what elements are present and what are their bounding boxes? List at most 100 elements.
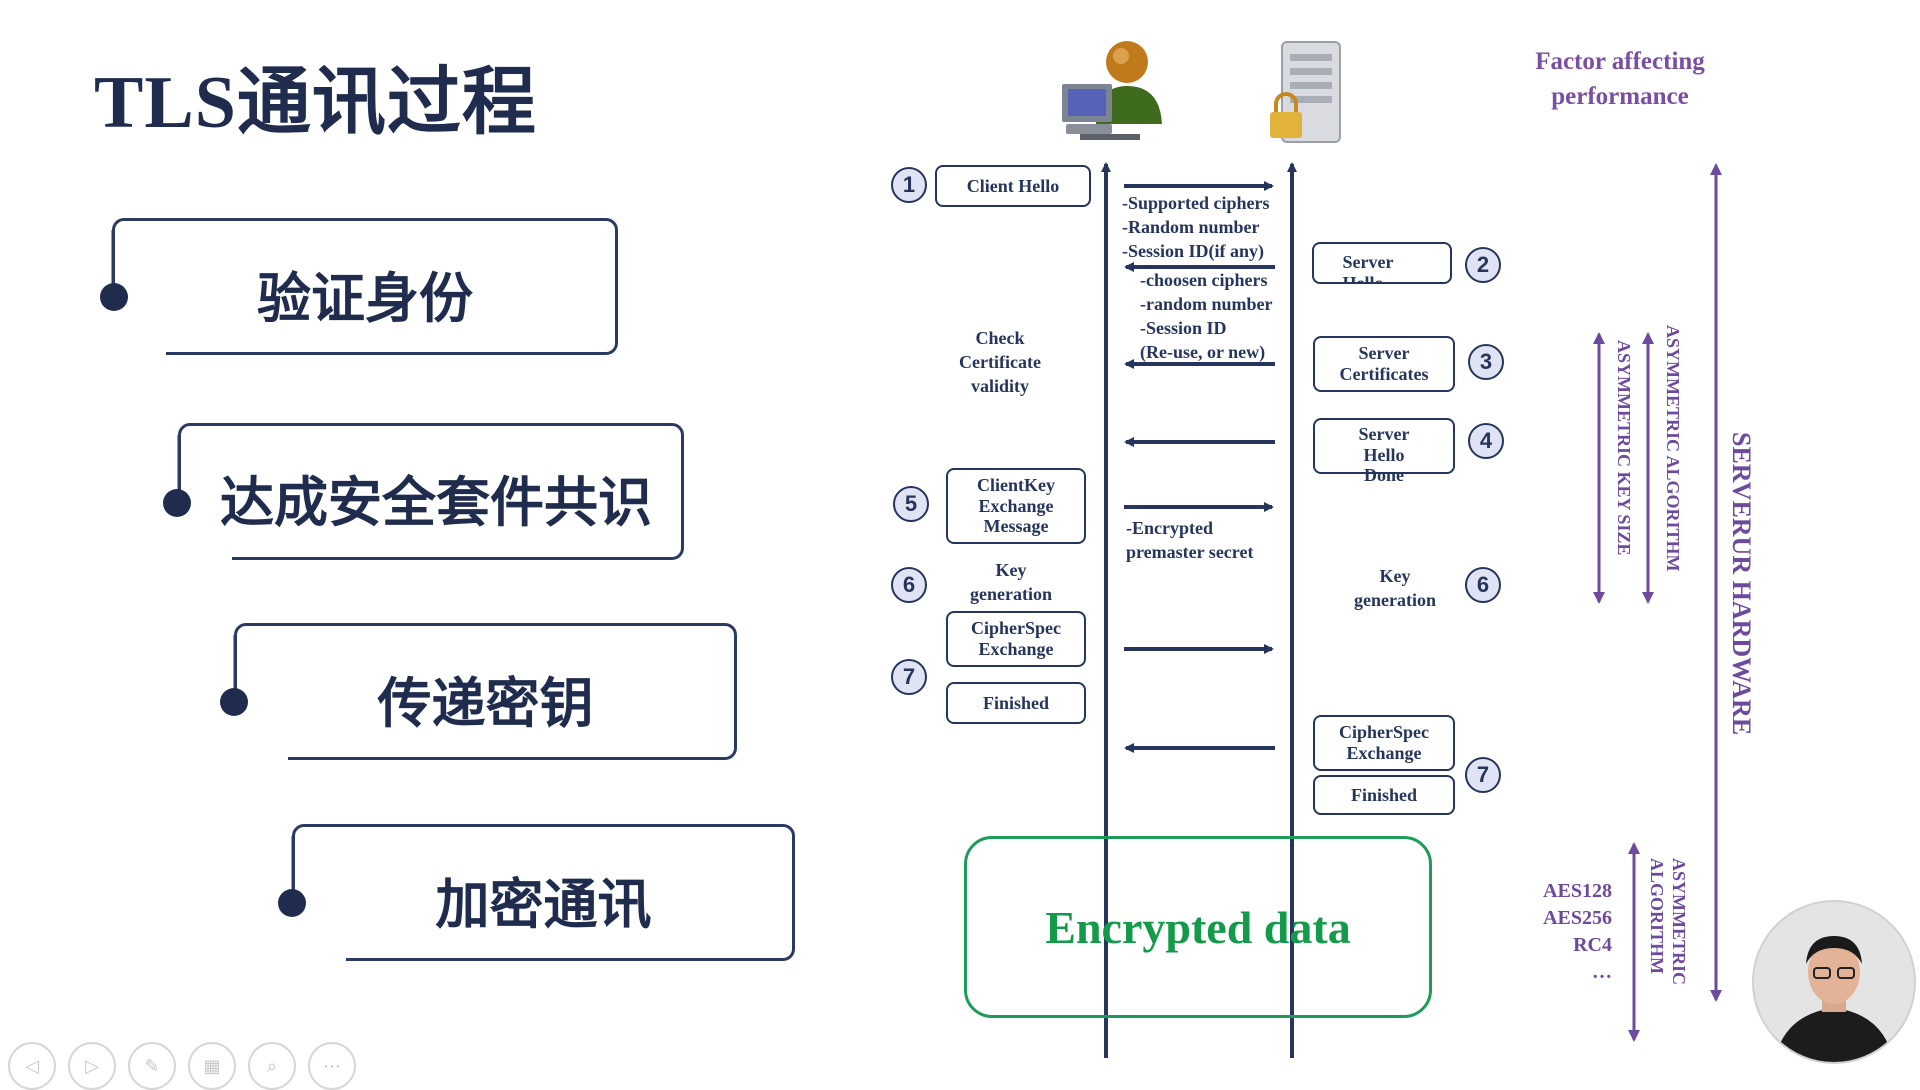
factors-title-line: Factor affecting [1535, 48, 1705, 75]
step-number-6-client: 6 [891, 567, 927, 603]
note-line: validity [970, 376, 1029, 396]
vtext-line: ALGORITHM [1647, 858, 1667, 975]
pen-button[interactable]: ✎ [128, 1042, 176, 1090]
note-line: generation [970, 584, 1052, 604]
prev-icon: ◁ [25, 1055, 39, 1077]
next-icon: ▷ [85, 1055, 99, 1077]
note-line: Check [975, 328, 1025, 348]
zoom-icon: ⌕ [266, 1055, 278, 1077]
presentation-toolbar: ◁ ▷ ✎ ▦ ⌕ ⋯ [8, 1042, 356, 1090]
note-line: Key [995, 560, 1027, 580]
box-line: Message [983, 516, 1049, 537]
zoom-button[interactable]: ⌕ [248, 1042, 296, 1090]
asymmetric-algorithm-label: ASYMMETRIC ALGORITHM [1663, 325, 1683, 572]
algorithm-item: … [1592, 961, 1612, 983]
step-number-1: 1 [891, 167, 927, 203]
client-hello-box: Client Hello [935, 165, 1091, 207]
presenter-webcam [1752, 900, 1916, 1064]
step-bullet [220, 688, 248, 716]
box-line: Server [1342, 252, 1394, 272]
step-number-7-client: 7 [891, 659, 927, 695]
server-hello-params: -choosen ciphers -random number -Session… [1140, 268, 1273, 364]
server-hardware-label: SERVERUR HARDWARE [1727, 432, 1756, 736]
slides-button[interactable]: ▦ [188, 1042, 236, 1090]
note-line: Certificate [959, 352, 1041, 372]
step-number-2: 2 [1465, 247, 1501, 283]
box-line: Hello [1342, 272, 1384, 284]
algorithm-item: RC4 [1573, 934, 1612, 956]
note-line: -choosen ciphers [1140, 270, 1268, 290]
note-line: premaster secret [1126, 542, 1254, 562]
note-line: Key [1379, 566, 1411, 586]
algorithm-item: AES128 [1543, 880, 1612, 902]
server-finished-box: Finished [1313, 775, 1455, 815]
prev-slide-button[interactable]: ◁ [8, 1042, 56, 1090]
box-line: CipherSpec [971, 618, 1061, 639]
step-label: 验证身份 [257, 267, 473, 330]
client-finished-label: Finished [982, 692, 1050, 713]
more-button[interactable]: ⋯ [308, 1042, 356, 1090]
step-label: 加密通讯 [435, 873, 652, 936]
client-hello-params: -Supported ciphers -Random number -Sessi… [1122, 191, 1270, 263]
step-number-5: 5 [893, 486, 929, 522]
note-line: -Encrypted [1126, 518, 1213, 538]
presenter-icon [1754, 902, 1914, 1062]
slides-icon: ▦ [203, 1055, 221, 1077]
factors-title-line: performance [1551, 83, 1689, 110]
note-line: generation [1354, 590, 1436, 610]
encrypted-premaster-note: -Encrypted premaster secret [1126, 516, 1253, 564]
factors-title: Factor affecting performance [1500, 44, 1740, 114]
note-line: -random number [1140, 294, 1273, 314]
symmetric-algorithm-label: ASYMMETRIC ALGORITHM [1646, 858, 1690, 985]
step-label: 传递密钥 [377, 672, 594, 735]
client-finished-box: Finished [946, 682, 1086, 724]
note-line: (Re-use, or new) [1140, 342, 1266, 362]
next-slide-button[interactable]: ▷ [68, 1042, 116, 1090]
step-number-7-server: 7 [1465, 757, 1501, 793]
step-number-4: 4 [1468, 423, 1504, 459]
box-line: Certificates [1339, 364, 1429, 384]
step-bullet [100, 283, 128, 311]
note-line: -Session ID(if any) [1122, 241, 1265, 261]
step-bullet [163, 489, 191, 517]
client-key-generation-note: Key generation [946, 558, 1076, 606]
server-key-generation-note: Key generation [1330, 564, 1460, 612]
box-line: Done [1364, 465, 1404, 486]
note-line: -Session ID [1140, 318, 1227, 338]
vtext-line: ASYMMETRIC [1669, 858, 1689, 986]
check-certificate-note: Check Certificate validity [935, 326, 1065, 398]
encrypted-data-label: Encrypted data [1045, 901, 1351, 953]
box-line: Server [1358, 424, 1410, 444]
step-number-6-server: 6 [1465, 567, 1501, 603]
box-line: Exchange [978, 639, 1054, 659]
box-line: ClientKey [977, 474, 1055, 495]
step-bullet [278, 889, 306, 917]
server-lock-icon [1270, 41, 1341, 143]
slide-title: TLS通讯过程 [94, 62, 537, 144]
asymmetric-key-size-label: ASYMMETRIC KEY SIZE [1614, 340, 1634, 556]
step-label: 达成安全套件共识 [220, 471, 652, 534]
pen-icon: ✎ [144, 1055, 160, 1077]
box-line: Server [1358, 343, 1410, 364]
client-hello-label: Client Hello [966, 175, 1060, 196]
server-finished-label: Finished [1350, 784, 1418, 805]
encrypted-data-box: Encrypted data [964, 836, 1432, 1018]
box-line: Exchange [978, 495, 1054, 516]
step-number-3: 3 [1468, 344, 1504, 380]
more-icon: ⋯ [323, 1055, 341, 1077]
box-line: Hello [1363, 444, 1405, 465]
note-line: -Random number [1122, 217, 1260, 237]
algorithm-item: AES256 [1543, 907, 1612, 929]
user-computer-icon [1062, 41, 1162, 140]
box-line: CipherSpec [1339, 722, 1429, 743]
box-line: Exchange [1346, 743, 1422, 763]
note-line: -Supported ciphers [1122, 193, 1270, 213]
algorithm-list: AES128 AES256 RC4 … [1520, 878, 1612, 986]
